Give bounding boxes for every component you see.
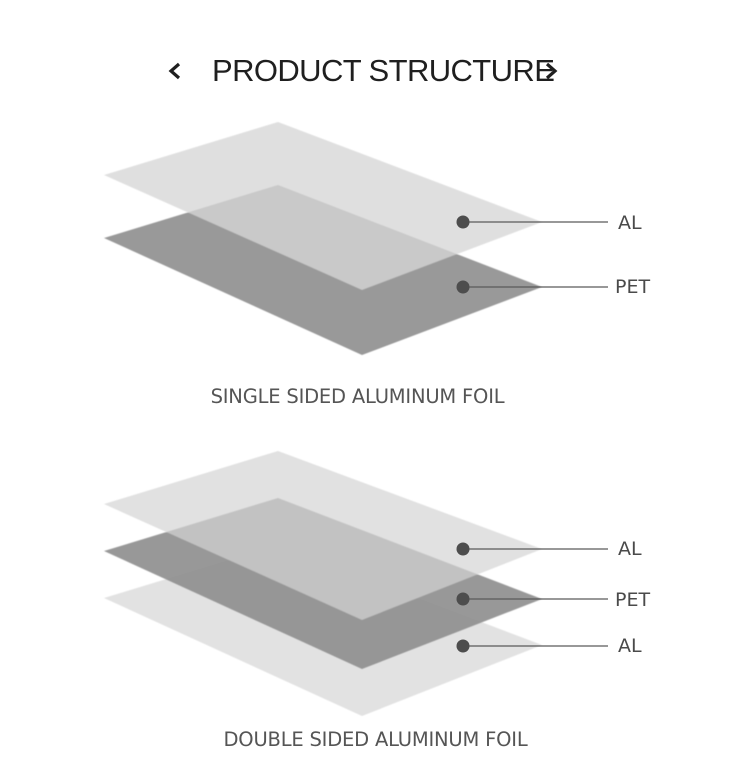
layer-label-pet: PET: [615, 589, 651, 611]
layer-label-al-top: AL: [618, 538, 642, 560]
al-sheet-top: [104, 451, 542, 620]
caption-single-sided: SINGLE SIDED ALUMINUM FOIL: [210, 385, 505, 408]
single-sided-diagram: [104, 122, 608, 355]
chevron-left-icon: [168, 62, 181, 80]
header: PRODUCT STRUCTURE: [0, 48, 750, 94]
double-sided-diagram: [104, 451, 608, 716]
chevron-right-icon: [545, 62, 558, 80]
pointer-dot: [456, 639, 470, 653]
pointer-dot: [456, 542, 470, 556]
next-button[interactable]: [540, 58, 564, 84]
layer-label-al: AL: [618, 212, 642, 234]
pointer-dot: [456, 280, 470, 294]
prev-button[interactable]: [163, 58, 187, 84]
layer-label-pet: PET: [615, 276, 651, 298]
caption-double-sided: DOUBLE SIDED ALUMINUM FOIL: [223, 728, 528, 751]
al-sheet: [104, 122, 542, 290]
pointer-dot: [456, 215, 470, 229]
page-title: PRODUCT STRUCTURE: [212, 53, 555, 88]
pointer-dot: [456, 592, 470, 606]
layer-label-al-bottom: AL: [618, 635, 642, 657]
